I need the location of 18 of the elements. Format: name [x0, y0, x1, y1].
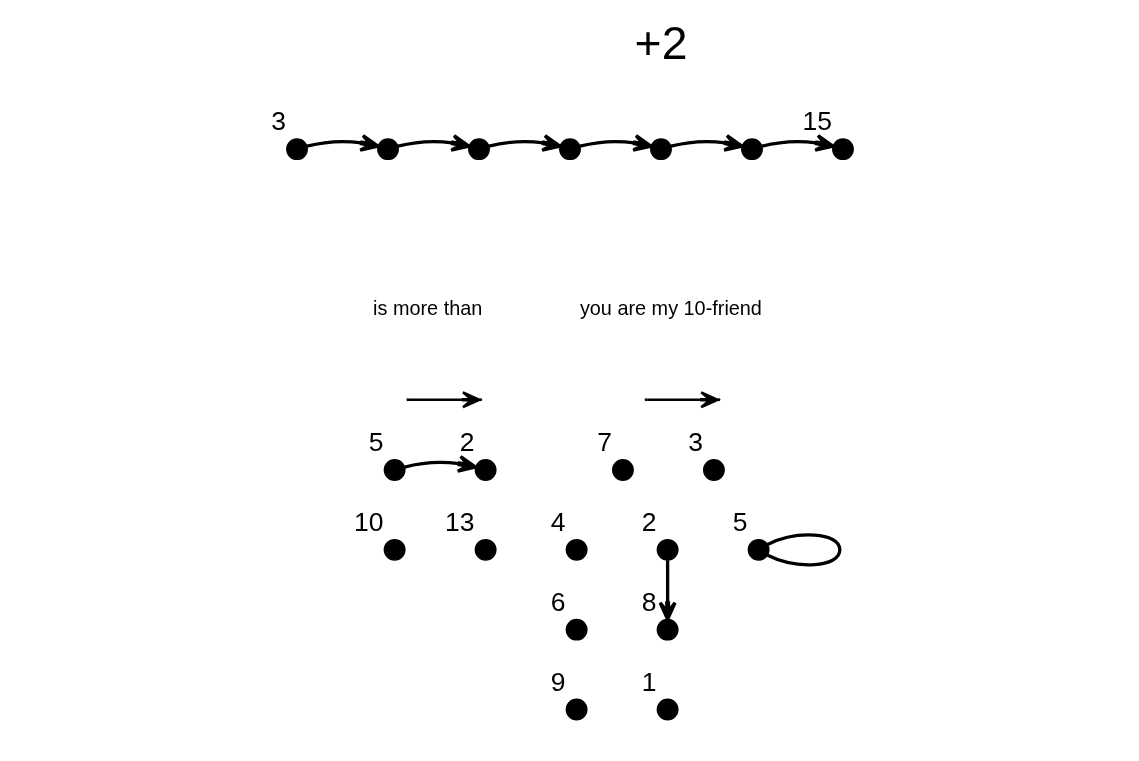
label: +2 — [634, 16, 687, 69]
node-label: 6 — [550, 586, 566, 617]
legend-label: you are my 10-friend — [579, 296, 762, 319]
node-label: 13 — [444, 507, 475, 538]
node-label: 2 — [459, 427, 475, 458]
node-label: 5 — [368, 427, 384, 458]
node-label: 3 — [270, 106, 286, 137]
node-label: 1 — [641, 666, 657, 697]
node-label: 5 — [732, 507, 748, 538]
node-label: 7 — [596, 427, 612, 458]
node-label: 10 — [353, 507, 384, 538]
node-label: 8 — [641, 586, 657, 617]
node-label: 2 — [641, 507, 657, 538]
node-label: 9 — [550, 666, 566, 697]
node-label: 3 — [687, 427, 703, 458]
legend-label: is more than — [372, 296, 482, 319]
node-label: 15 — [801, 106, 832, 137]
node-label: 4 — [550, 507, 566, 538]
